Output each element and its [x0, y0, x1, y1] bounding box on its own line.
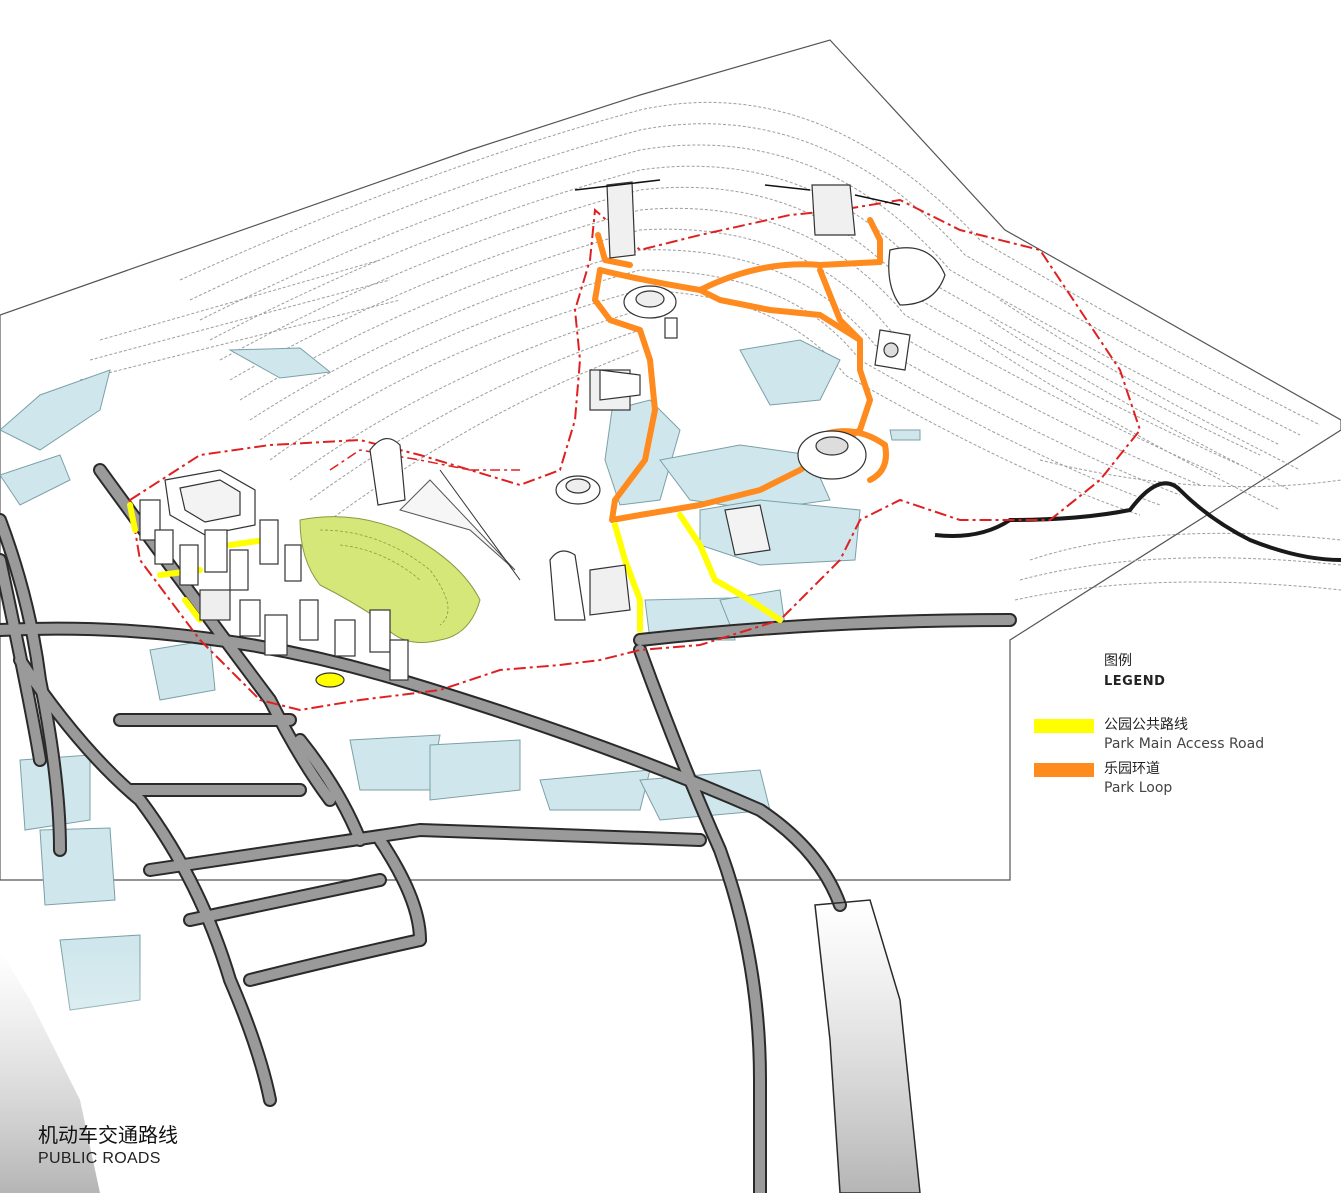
- legend-title-cn: 图例: [1104, 653, 1132, 669]
- legend-item-label-en: Park Main Access Road: [1104, 736, 1265, 752]
- left-road-fade: [0, 950, 100, 1193]
- legend-item-park-loop: 乐园环道 Park Loop: [1034, 759, 1324, 803]
- ground-fade: [0, 950, 1341, 1193]
- caption-title-en: PUBLIC ROADS: [38, 1150, 161, 1167]
- public-roads: [0, 463, 1017, 1193]
- park-boundary: [128, 198, 1142, 712]
- caption-title-cn: 机动车交通路线: [38, 1123, 178, 1147]
- buildings: [139, 181, 946, 688]
- legend-title-en: LEGEND: [1104, 674, 1166, 689]
- inner-boundary: [329, 449, 520, 471]
- legend-item-main-access: 公园公共路线 Park Main Access Road: [1034, 715, 1324, 759]
- green-area: [299, 516, 481, 643]
- legend-item-label-cn: 乐园环道: [1104, 761, 1160, 777]
- legend: 图例 LEGEND 公园公共路线 Park Main Access Road 乐…: [1034, 650, 1324, 803]
- green-contours: [319, 529, 449, 626]
- water-bodies: [0, 339, 921, 1011]
- legend-item-label-en: Park Loop: [1104, 780, 1173, 796]
- tunnel-road: [814, 899, 921, 1193]
- legend-swatch-yellow: [1034, 719, 1094, 733]
- map-caption: 机动车交通路线 PUBLIC ROADS: [38, 1122, 178, 1170]
- tower-antennas: [574, 179, 901, 206]
- legend-swatch-orange: [1034, 763, 1094, 777]
- legend-item-label-cn: 公园公共路线: [1104, 717, 1188, 733]
- wedge-line: [439, 469, 521, 581]
- wedge-structure: [399, 479, 516, 571]
